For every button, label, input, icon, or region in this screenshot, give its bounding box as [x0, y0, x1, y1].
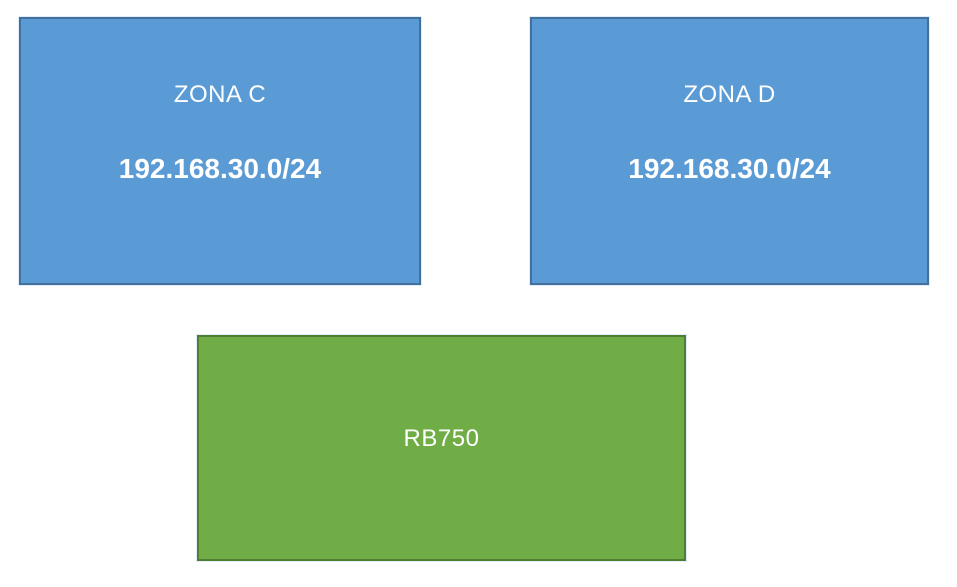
node-zona-c-title: ZONA C: [173, 81, 267, 108]
node-zona-d-title: ZONA D: [683, 81, 776, 108]
node-zona-c-text: ZONA C 192.168.30.0/24: [119, 83, 321, 183]
node-zona-d-text: ZONA D 192.168.30.0/24: [628, 83, 830, 183]
node-zona-c-cidr: 192.168.30.0/24: [118, 153, 322, 184]
node-zona-c: ZONA C 192.168.30.0/24: [19, 17, 421, 285]
node-zona-d: ZONA D 192.168.30.0/24: [530, 17, 929, 285]
node-zona-d-cidr: 192.168.30.0/24: [628, 153, 831, 184]
node-rb750: RB750: [197, 335, 686, 561]
node-rb750-title: RB750: [403, 425, 480, 452]
